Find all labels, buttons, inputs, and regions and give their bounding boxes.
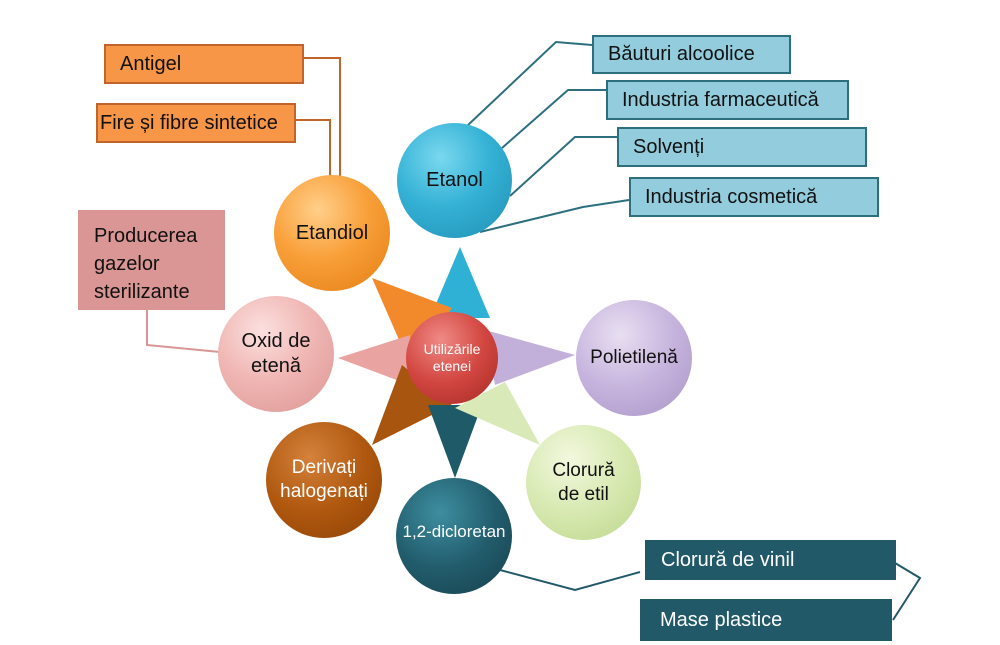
- node-dicloretan-label: 1,2-dicloretan: [402, 522, 506, 542]
- star-point-right: [485, 330, 575, 385]
- node-etanol: Etanol: [397, 123, 512, 238]
- node-derivati-line1: Derivați: [291, 457, 357, 479]
- box-solventi: Solvenți: [617, 127, 867, 167]
- box-farma-label: Industria farmaceutică: [622, 88, 819, 111]
- node-oxid-line1: Oxid de: [241, 330, 311, 352]
- connector-bauturi: [467, 40, 593, 126]
- center-utilizarile-etenei: Utilizările etenei: [406, 312, 498, 404]
- center-line2: etenei: [432, 358, 472, 374]
- node-clorura-line1: Clorură: [552, 459, 615, 481]
- star-point-bottom-left: [372, 365, 452, 445]
- node-oxid-de-etena: Oxid de etenă: [218, 296, 334, 412]
- box-fire: Fire și fibre sintetice: [96, 103, 296, 143]
- box-cosmetica: Industria cosmetică: [629, 177, 879, 217]
- connector-mase: [892, 562, 922, 621]
- box-mase-label: Mase plastice: [660, 608, 783, 631]
- box-farma: Industria farmaceutică: [606, 80, 849, 120]
- node-polietilena: Polietilenă: [576, 300, 692, 416]
- node-etandiol: Etandiol: [274, 175, 390, 291]
- node-polietilena-label: Polietilenă: [590, 347, 678, 369]
- node-etanol-label: Etanol: [426, 169, 483, 191]
- star-point-bottom-right: [455, 382, 540, 445]
- connector-gaze: [146, 310, 221, 353]
- node-etandiol-label: Etandiol: [295, 221, 369, 244]
- star-point-bottom: [428, 405, 482, 478]
- box-gaze-line2: gazelor: [94, 253, 160, 275]
- connector-cosmetica: [479, 199, 630, 233]
- star-point-top: [430, 247, 490, 318]
- box-cosmetica-label: Industria cosmetică: [645, 185, 818, 208]
- box-antigel-label: Antigel: [120, 52, 182, 75]
- connector-antigel: [302, 57, 341, 180]
- star-point-top-left: [372, 278, 452, 365]
- node-dicloretan: 1,2-dicloretan: [396, 478, 512, 594]
- box-fire-label: Fire și fibre sintetice: [100, 111, 278, 134]
- box-bauturi-label: Băuturi alcoolice: [608, 43, 755, 65]
- node-clorura-line2: de etil: [558, 483, 609, 505]
- star-point-left: [338, 335, 410, 385]
- box-antigel: Antigel: [104, 44, 304, 84]
- box-solventi-label: Solvenți: [633, 135, 705, 158]
- node-derivati-line2: halogenați: [280, 481, 368, 502]
- connector-farma: [501, 89, 606, 149]
- node-oxid-line2: etenă: [250, 355, 302, 377]
- center-line1: Utilizările: [423, 340, 481, 357]
- box-gaze: Producerea gazelor sterilizante: [78, 210, 225, 310]
- connector-fire: [295, 119, 331, 180]
- box-gaze-line3: sterilizante: [94, 281, 190, 303]
- box-bauturi: Băuturi alcoolice: [592, 35, 791, 74]
- box-gaze-line1: Producerea: [94, 225, 198, 247]
- node-derivati-halogenati: Derivați halogenați: [266, 422, 382, 538]
- box-vinil: Clorură de vinil: [645, 540, 896, 580]
- box-mase: Mase plastice: [640, 599, 892, 641]
- connector-solventi: [509, 136, 617, 197]
- box-vinil-label: Clorură de vinil: [661, 548, 795, 571]
- connector-vinil: [499, 569, 641, 592]
- node-clorura-de-etil: Clorură de etil: [526, 425, 641, 540]
